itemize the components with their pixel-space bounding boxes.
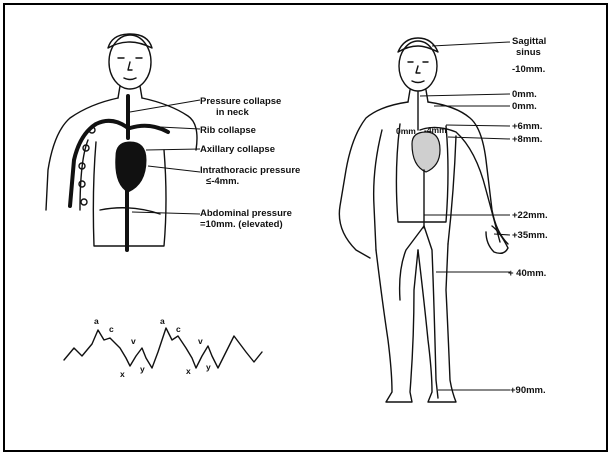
label-neck-collapse-line2: in neck [216,107,249,118]
label-inner-minus4: -4mm [424,125,447,135]
heart-shape [116,142,146,192]
label-pressure-0a: 0mm. [512,89,537,100]
wave-letter-v2: v [198,336,203,346]
label-abdominal-line2: =10mm. (elevated) [200,219,283,230]
label-intrathoracic-line1: Intrathoracic pressure [200,165,300,176]
label-pressure-plus6: +6mm. [512,121,542,132]
wave-letter-a1: a [94,316,99,326]
left-torso-figure [46,34,197,250]
label-abdominal-line1: Abdominal pressure [200,208,292,219]
wave-letter-y2: y [206,362,211,372]
label-pressure-plus40: + 40mm. [508,268,546,279]
label-inner-0mm: 0mm [396,126,416,136]
label-neck-collapse-line1: Pressure collapse [200,96,281,107]
right-body-figure [339,38,508,402]
wave-letter-y1: y [140,364,145,374]
wave-letter-v1: v [131,336,136,346]
jugular-pulse-waveform: a c v x y a c v x y [64,316,262,379]
right-labels: Sagittal sinus -10mm. 0mm. 0mm. +6mm. +8… [396,36,548,396]
label-sagittal-line3: -10mm. [512,64,545,75]
label-rib-collapse: Rib collapse [200,125,256,136]
label-pressure-plus35: +35mm. [512,230,548,241]
label-sagittal-line1: Sagittal [512,36,546,47]
wave-letter-a2: a [160,316,165,326]
label-pressure-plus22: +22mm. [512,210,548,221]
label-pressure-0b: 0mm. [512,101,537,112]
wave-letter-c2: c [176,324,181,334]
wave-letter-x1: x [120,369,125,379]
label-intrathoracic-line2: ≤-4mm. [206,176,239,187]
left-labels: Pressure collapse in neck Rib collapse A… [130,96,300,230]
wave-letter-c1: c [109,324,114,334]
label-pressure-plus8: +8mm. [512,134,542,145]
heart-outline [412,132,440,172]
label-sagittal-line2: sinus [516,47,541,58]
wave-letter-x2: x [186,366,191,376]
label-axillary-collapse: Axillary collapse [200,144,275,155]
label-pressure-plus90: +90mm. [510,385,546,396]
